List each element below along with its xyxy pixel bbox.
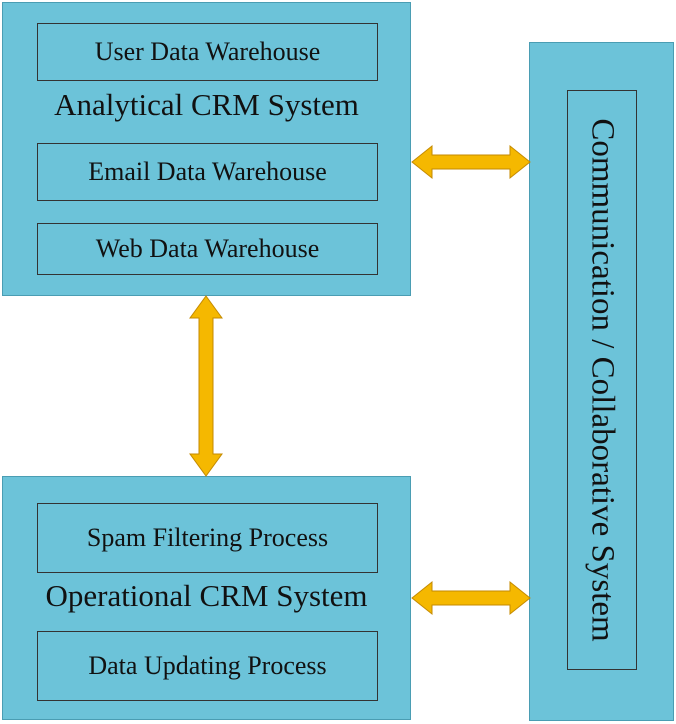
- analytical-crm-panel: User Data Warehouse Analytical CRM Syste…: [2, 2, 411, 296]
- operational-collab-arrow: [411, 580, 531, 616]
- spam-filtering-process-box: Spam Filtering Process: [37, 503, 378, 573]
- user-data-warehouse-box: User Data Warehouse: [37, 23, 378, 81]
- spam-filtering-process-label: Spam Filtering Process: [86, 523, 329, 552]
- web-data-warehouse-label: Web Data Warehouse: [95, 234, 320, 263]
- analytical-operational-arrow: [189, 295, 223, 477]
- collaborative-system-frame: Communication / Collaborative System: [567, 90, 637, 670]
- analytical-crm-title: Analytical CRM System: [54, 87, 359, 122]
- email-data-warehouse-box: Email Data Warehouse: [37, 143, 378, 201]
- collaborative-system-panel: Communication / Collaborative System: [529, 42, 674, 721]
- analytical-collab-arrow: [411, 144, 531, 180]
- operational-crm-title: Operational CRM System: [45, 578, 368, 613]
- user-data-warehouse-label: User Data Warehouse: [94, 37, 321, 66]
- data-updating-process-label: Data Updating Process: [88, 651, 327, 680]
- operational-crm-panel: Spam Filtering Process Operational CRM S…: [2, 476, 411, 720]
- web-data-warehouse-box: Web Data Warehouse: [37, 223, 378, 275]
- email-data-warehouse-label: Email Data Warehouse: [88, 157, 327, 186]
- data-updating-process-box: Data Updating Process: [37, 631, 378, 701]
